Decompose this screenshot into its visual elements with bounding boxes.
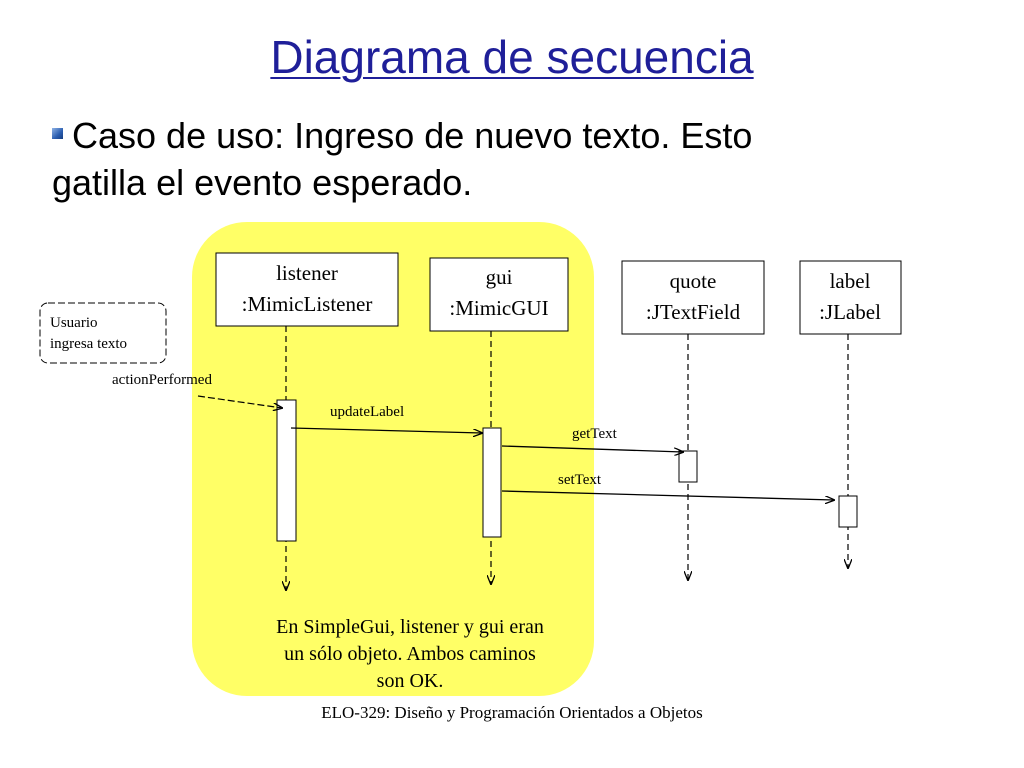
object-listener-class: :MimicListener [242,292,373,316]
message-settext-arrow [501,490,834,500]
message-gettext-arrow [501,445,683,452]
actor-note-box [39,302,167,364]
activation-quote [678,450,698,483]
footer: ELO-329: Diseño y Programación Orientado… [321,703,703,722]
object-quote-class: :JTextField [646,300,741,324]
activation-listener [276,399,297,542]
note-line-3: son OK. [377,670,444,692]
object-label-name: label [830,269,871,293]
message-actionperformed-arrow [197,395,282,408]
actor-note-line-1: Usuario [50,315,98,331]
message-updatelabel-arrow [290,427,482,433]
message-settext-label: setText [558,472,602,488]
object-listener-name: listener [276,261,338,285]
bullet-line-2: gatilla el evento esperado. [52,162,473,203]
message-gettext-label: getText [572,426,618,442]
object-box-gui [429,257,569,332]
activation-gui [482,427,502,538]
object-box-listener [215,252,399,327]
bullet-text: Caso de uso: Ingreso de nuevo texto. Est… [52,112,952,206]
bullet-icon [52,128,63,139]
object-box-label [799,260,902,335]
object-box-quote [621,260,765,335]
message-updatelabel-label: updateLabel [330,404,404,420]
slide-title: Diagrama de secuencia [270,31,754,83]
activation-label [838,495,858,528]
note-line-2: un sólo objeto. Ambos caminos [284,643,536,665]
bullet-line-1: Caso de uso: Ingreso de nuevo texto. Est… [72,115,753,156]
object-quote-name: quote [670,269,717,293]
note-line-1: En SimpleGui, listener y gui eran [276,616,544,638]
object-label-class: :JLabel [819,300,881,324]
actor-note-line-2: ingresa texto [50,336,127,352]
object-gui-class: :MimicGUI [449,296,548,320]
object-gui-name: gui [486,265,513,289]
message-actionperformed-label: actionPerformed [112,372,212,388]
